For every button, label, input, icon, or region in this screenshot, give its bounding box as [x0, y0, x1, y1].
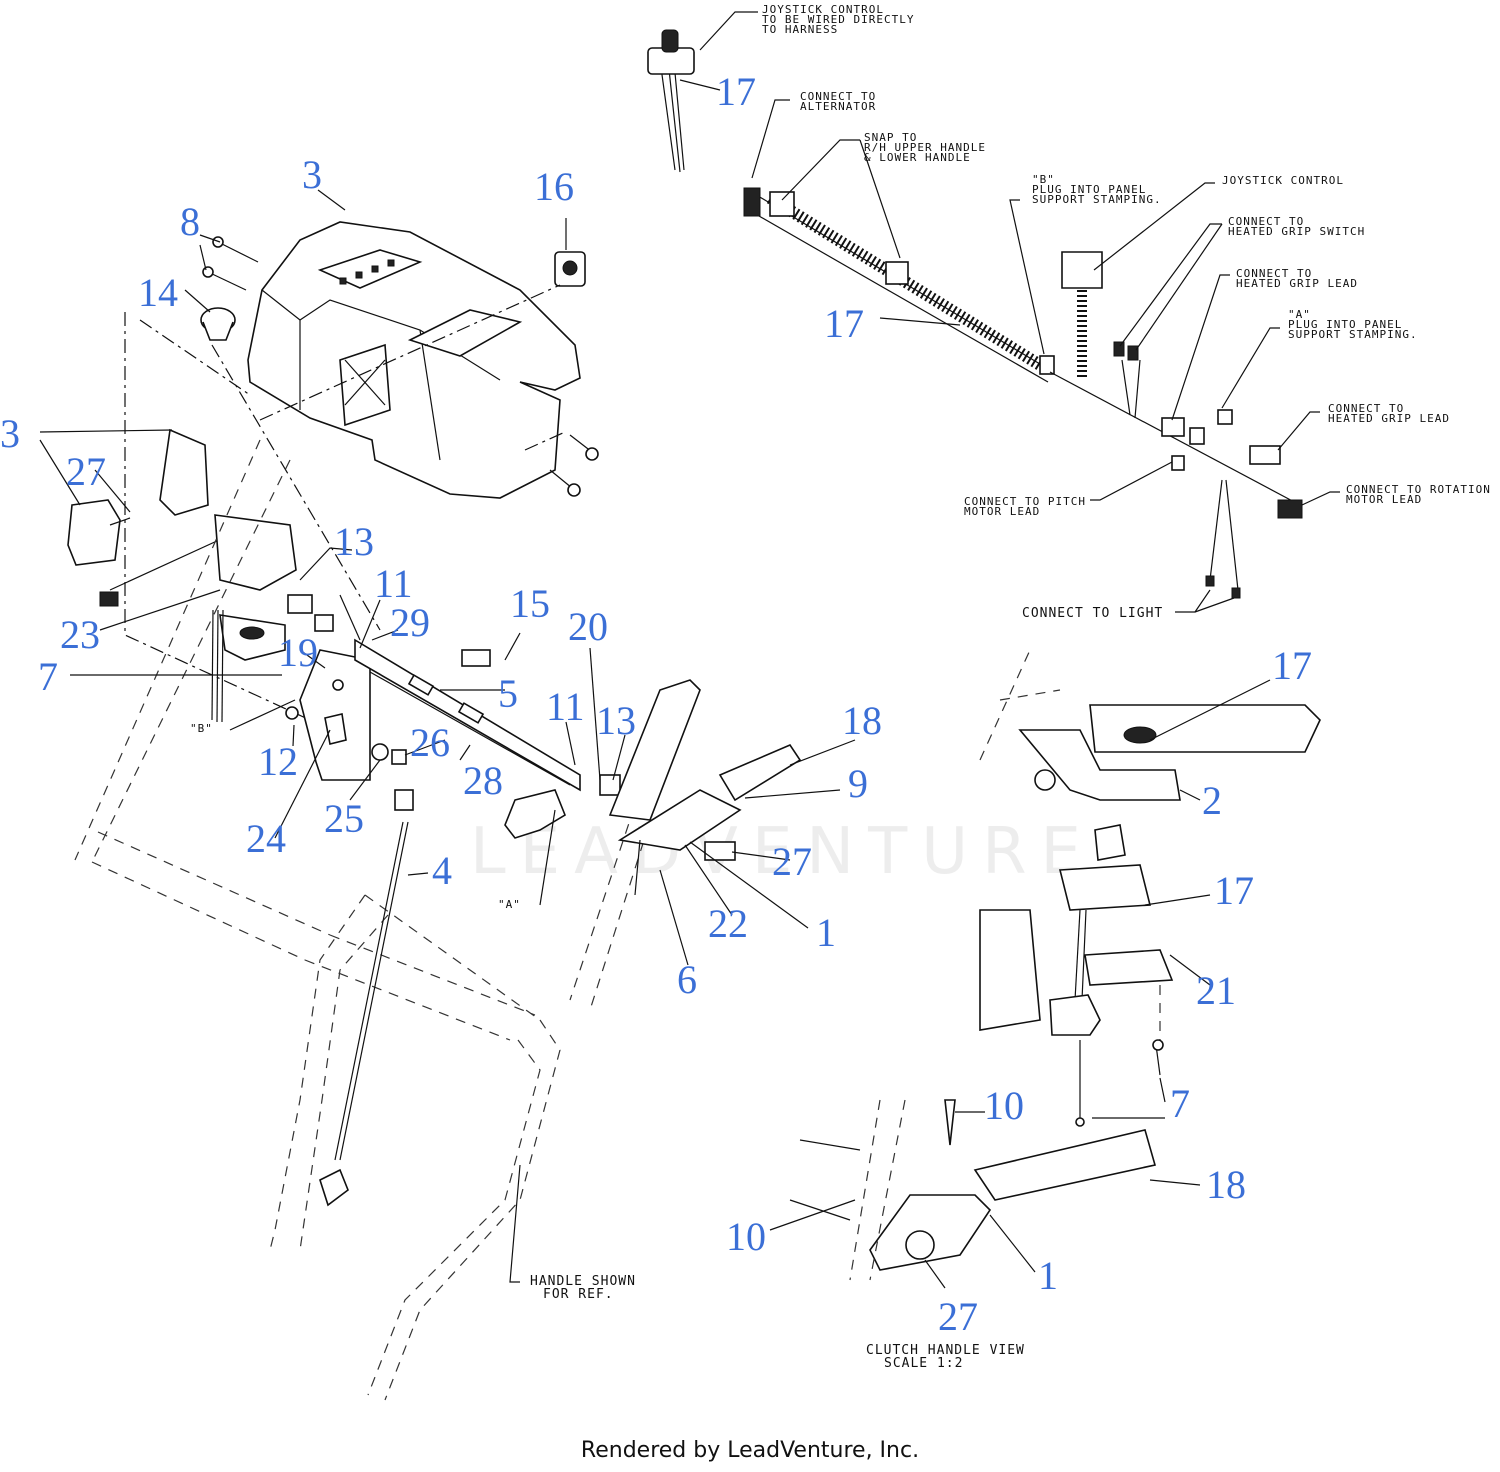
callout-5: 5: [498, 671, 518, 716]
callout-20: 20: [568, 604, 608, 649]
knob-14: [200, 307, 236, 341]
callout-3: 3: [302, 152, 322, 197]
callout-16: 16: [534, 164, 574, 209]
wiring-harness: [647, 29, 1303, 599]
callout-24: 24: [246, 816, 286, 861]
joystick-detail: [979, 649, 1321, 1127]
callout-12: 12: [258, 739, 298, 784]
callout-18: 18: [1206, 1162, 1246, 1207]
note-ref-a: "A": [498, 898, 521, 911]
note-plug-b: "B" PLUG INTO PANEL SUPPORT STAMPING.: [1032, 173, 1162, 206]
callout-8: 8: [180, 199, 200, 244]
callout-7: 7: [38, 654, 58, 699]
harness-leaders: [699, 11, 1340, 613]
note-heated-switch: CONNECT TO HEATED GRIP SWITCH: [1228, 215, 1365, 238]
callout-11: 11: [374, 561, 413, 606]
callout-26: 26: [410, 720, 450, 765]
callout-19: 19: [278, 630, 318, 675]
rod-4: [319, 789, 414, 1207]
callout-27: 27: [772, 839, 812, 884]
console-cover: [247, 221, 581, 499]
callout-15: 15: [510, 581, 550, 626]
callout-25: 25: [324, 796, 364, 841]
screws-8: [202, 236, 599, 497]
callout-3: 3: [0, 411, 20, 456]
note-pitch: CONNECT TO PITCH MOTOR LEAD: [964, 495, 1094, 518]
callout-18: 18: [842, 698, 882, 743]
callout-29: 29: [390, 600, 430, 645]
callout-14: 14: [138, 270, 178, 315]
callout-17: 17: [716, 69, 756, 114]
clutch-detail: [789, 1099, 1157, 1281]
callout-17: 17: [1214, 868, 1254, 913]
assembly-guides: [124, 284, 566, 721]
note-rotation: CONNECT TO ROTATION MOTOR LEAD: [1346, 483, 1498, 506]
note-joystick-wired: JOYSTICK CONTROL TO BE WIRED DIRECTLY TO…: [762, 3, 922, 36]
footer-credit: Rendered by LeadVenture, Inc.: [580, 1438, 920, 1463]
note-heated-lead: CONNECT TO HEATED GRIP LEAD: [1236, 267, 1358, 290]
callout-9: 9: [848, 761, 868, 806]
callout-22: 22: [708, 901, 748, 946]
connector-16: [554, 218, 586, 287]
note-ref-b: "B": [190, 722, 213, 735]
callout-4: 4: [432, 848, 452, 893]
note-plug-a: "A" PLUG INTO PANEL SUPPORT STAMPING.: [1288, 308, 1418, 341]
note-clutch-view: CLUTCH HANDLE VIEW SCALE 1:2: [866, 1343, 1034, 1371]
callout-1: 1: [1038, 1253, 1058, 1298]
callout-27: 27: [66, 449, 106, 494]
handle-frame: [74, 439, 661, 1401]
callout-10: 10: [726, 1214, 766, 1259]
callout-leaders: [39, 79, 1271, 1289]
callout-13: 13: [596, 698, 636, 743]
bracket-5: [285, 638, 621, 839]
callout-27: 27: [938, 1294, 978, 1339]
callout-6: 6: [677, 957, 697, 1002]
callout-2: 2: [1202, 778, 1222, 823]
callout-28: 28: [463, 758, 503, 803]
callout-21: 21: [1196, 968, 1236, 1013]
annotation-notes: JOYSTICK CONTROL TO BE WIRED DIRECTLY TO…: [190, 3, 1498, 1371]
callout-23: 23: [60, 612, 100, 657]
grip-18: [608, 679, 802, 896]
callout-1: 1: [816, 910, 836, 955]
watermark: LEADVENTURE: [470, 815, 1095, 889]
callout-17: 17: [824, 301, 864, 346]
callout-13: 13: [334, 519, 374, 564]
callout-10: 10: [984, 1083, 1024, 1128]
panel-support: [67, 428, 361, 723]
note-light: CONNECT TO LIGHT: [1022, 606, 1163, 621]
callout-11: 11: [546, 684, 585, 729]
note-heated-lead-2: CONNECT TO HEATED GRIP LEAD: [1328, 402, 1450, 425]
callout-numbers: 3 16 8 14 3 27 23 7 13 11 29 19 15 20 5 …: [0, 69, 1312, 1339]
note-snap-to: SNAP TO R/H UPPER HANDLE & LOWER HANDLE: [864, 131, 994, 164]
note-joystick-control: JOYSTICK CONTROL: [1222, 174, 1344, 187]
callout-7: 7: [1170, 1081, 1190, 1126]
note-alternator: CONNECT TO ALTERNATOR: [800, 90, 884, 113]
callout-17: 17: [1272, 643, 1312, 688]
note-handle-ref: HANDLE SHOWN FOR REF.: [530, 1274, 645, 1302]
